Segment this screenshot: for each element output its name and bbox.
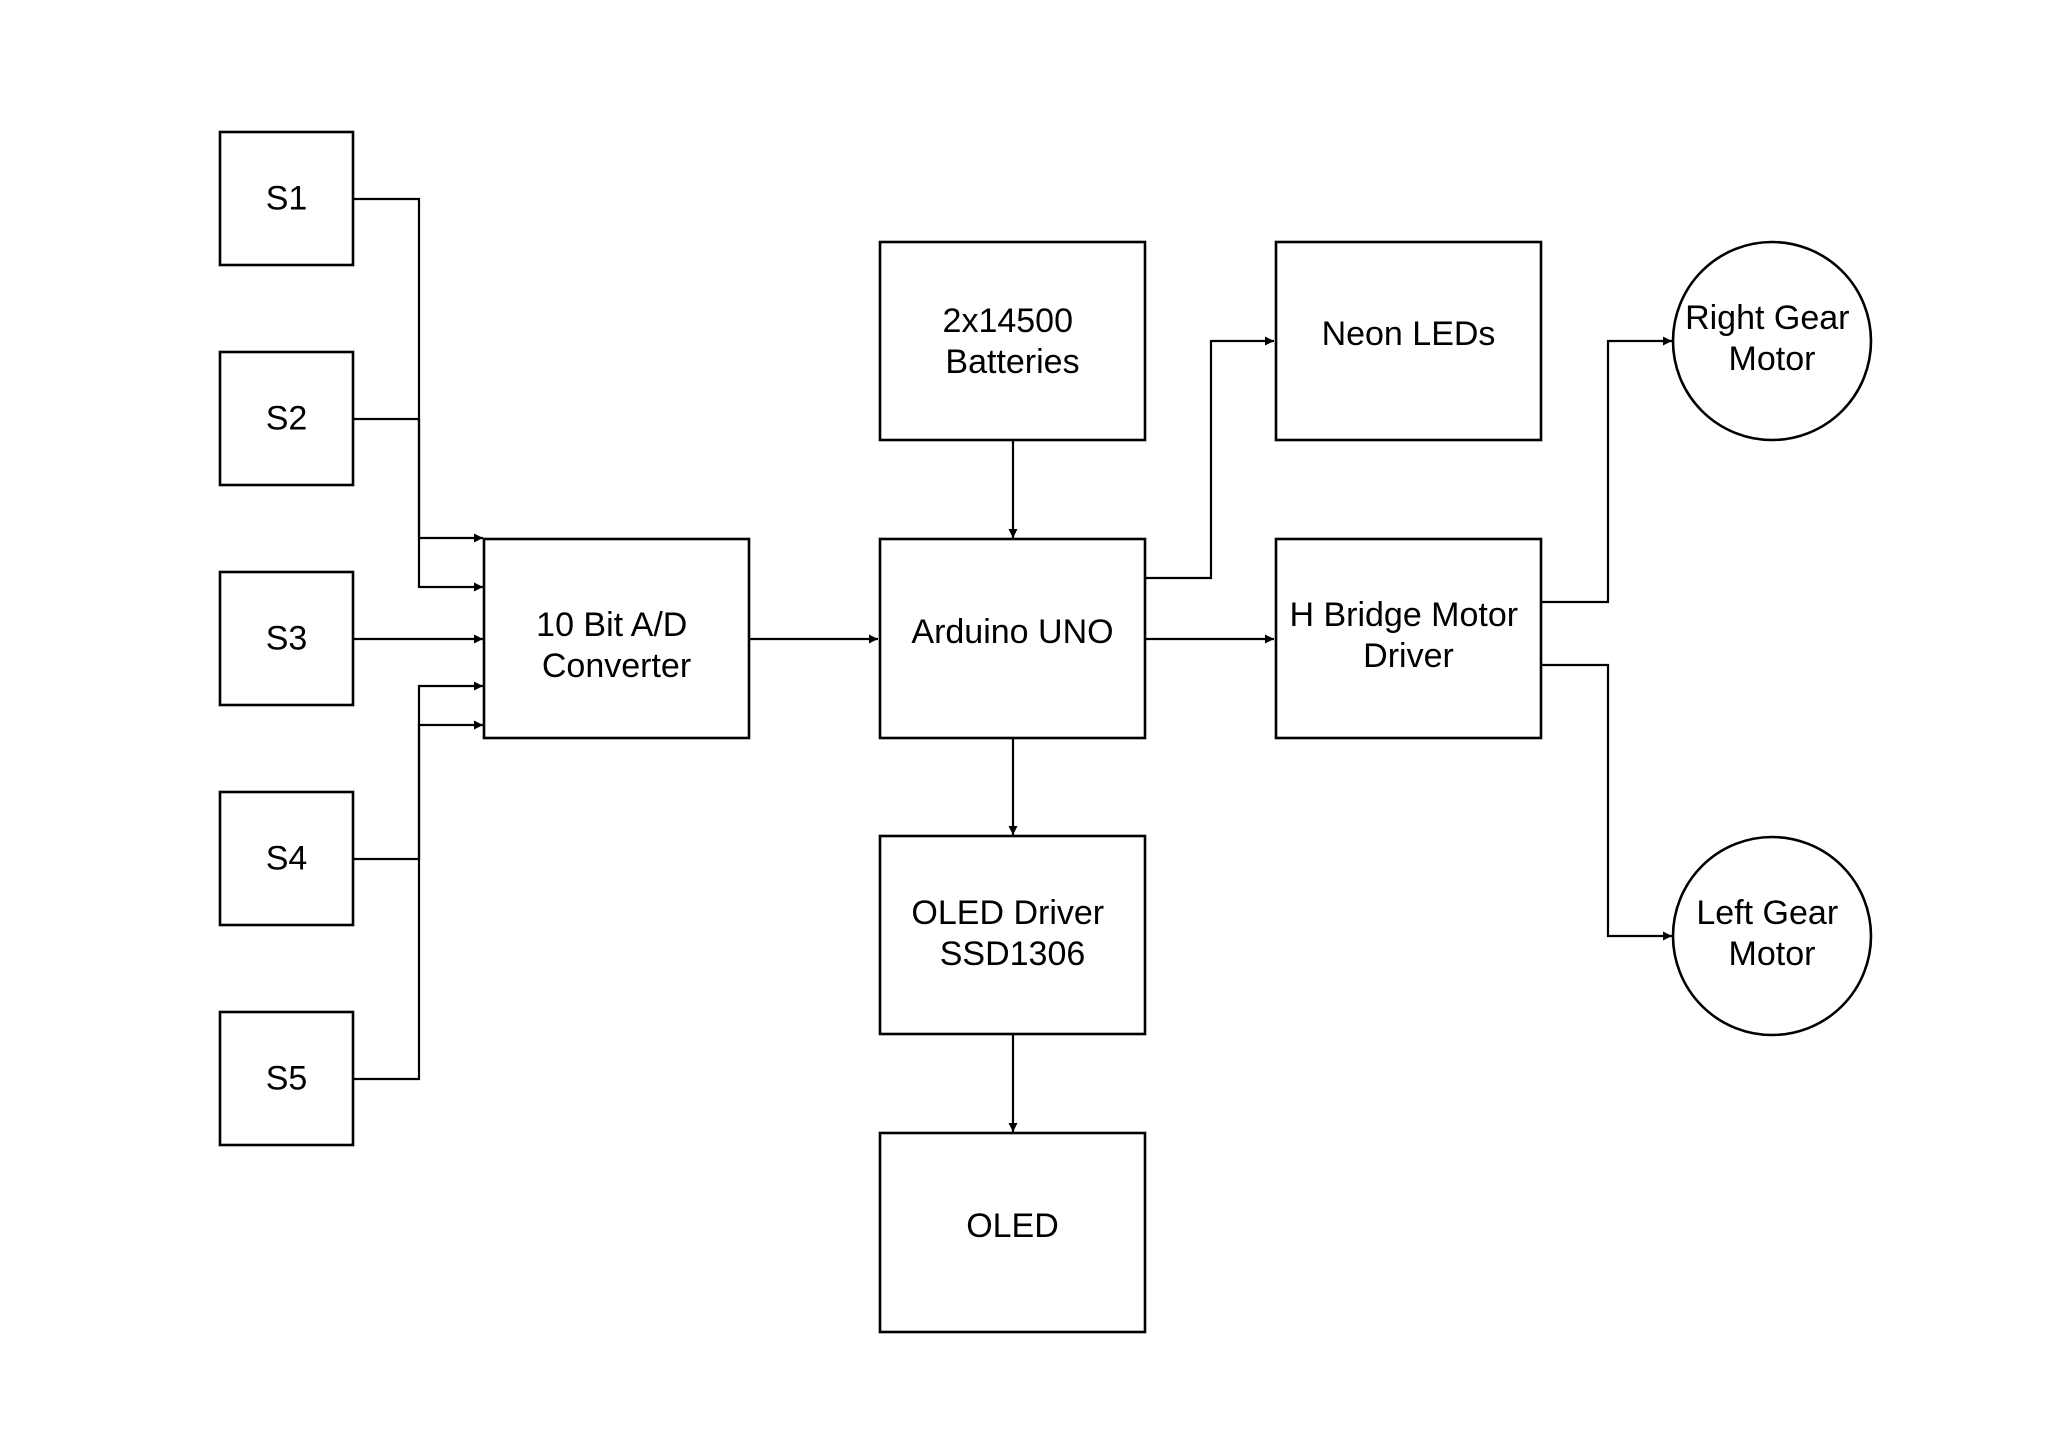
block-neon-leds-label: Neon LEDs [1322,315,1496,353]
block-adc-label: 10 Bit A/D Converter [536,595,697,685]
block-oled-driver-label: OLED Driver SSD1306 [911,883,1113,973]
wire-s1-to-adc [353,197,483,543]
block-s4-label-line: S4 [266,840,308,878]
block-left-gear-motor-label: Left Gear Motor [1696,883,1847,973]
block-oled-driver-label-line-1: OLED Driver [911,894,1104,932]
block-h-bridge-label-line-2: Driver [1363,637,1454,675]
block-s3: S3 [218,570,355,707]
block-left-gear-motor: Left Gear Motor [1671,835,1873,1037]
wire-s2-to-adc [353,417,483,592]
wire-h-bridge-to-left-motor [1542,663,1672,941]
block-oled: OLED [878,1131,1147,1334]
block-adc-label-line-1: 10 Bit A/D [536,606,687,644]
block-s3-label-line: S3 [266,620,308,658]
block-s1-label-line: S1 [266,180,308,218]
block-right-gear-motor-label: Right Gear Motor [1685,288,1859,378]
block-h-bridge-label-line-1: H Bridge Motor [1289,596,1518,634]
block-s1-label: S1 [266,180,308,218]
block-right-gear-motor-label-line-1: Right Gear [1685,299,1849,337]
block-oled-label: OLED [966,1207,1059,1245]
blocks: S1 S2 S3 S4 S5 [218,130,1873,1334]
block-s5-label: S5 [266,1060,308,1098]
block-s4: S4 [218,790,355,927]
block-h-bridge-label: H Bridge Motor Driver [1289,585,1527,675]
wire-arduino-to-neon-leds [1146,336,1274,580]
block-neon-leds-label-line: Neon LEDs [1322,315,1496,353]
block-batteries-label-line-2: Batteries [945,343,1079,381]
block-s5-label-line: S5 [266,1060,308,1098]
block-s3-label: S3 [266,620,308,658]
block-batteries: 2x14500 Batteries [878,240,1147,442]
connections [353,197,1672,1132]
wire-s5-to-adc [353,720,483,1081]
block-s2-label-line: S2 [266,400,308,438]
block-adc-label-line-2: Converter [542,647,691,685]
block-batteries-label: 2x14500 Batteries [943,291,1083,381]
block-s4-label: S4 [266,840,308,878]
block-s2: S2 [218,350,355,487]
block-oled-label-line: OLED [966,1207,1059,1245]
block-arduino-label: Arduino UNO [911,613,1113,651]
block-s2-label: S2 [266,400,308,438]
block-arduino-label-line: Arduino UNO [911,613,1113,651]
block-h-bridge: H Bridge Motor Driver [1274,537,1543,740]
block-s1: S1 [218,130,355,267]
block-left-gear-motor-label-line-1: Left Gear [1696,894,1838,932]
block-arduino: Arduino UNO [878,537,1147,740]
block-right-gear-motor-label-line-2: Motor [1729,340,1816,378]
block-neon-leds: Neon LEDs [1274,240,1543,442]
wire-h-bridge-to-right-motor [1542,336,1672,604]
block-oled-driver-label-line-2: SSD1306 [940,935,1086,973]
block-s5: S5 [218,1010,355,1147]
block-right-gear-motor: Right Gear Motor [1671,240,1873,442]
block-batteries-label-line-1: 2x14500 [943,302,1073,340]
block-adc: 10 Bit A/D Converter [482,537,751,740]
block-oled-driver: OLED Driver SSD1306 [878,834,1147,1036]
block-left-gear-motor-label-line-2: Motor [1729,935,1816,973]
